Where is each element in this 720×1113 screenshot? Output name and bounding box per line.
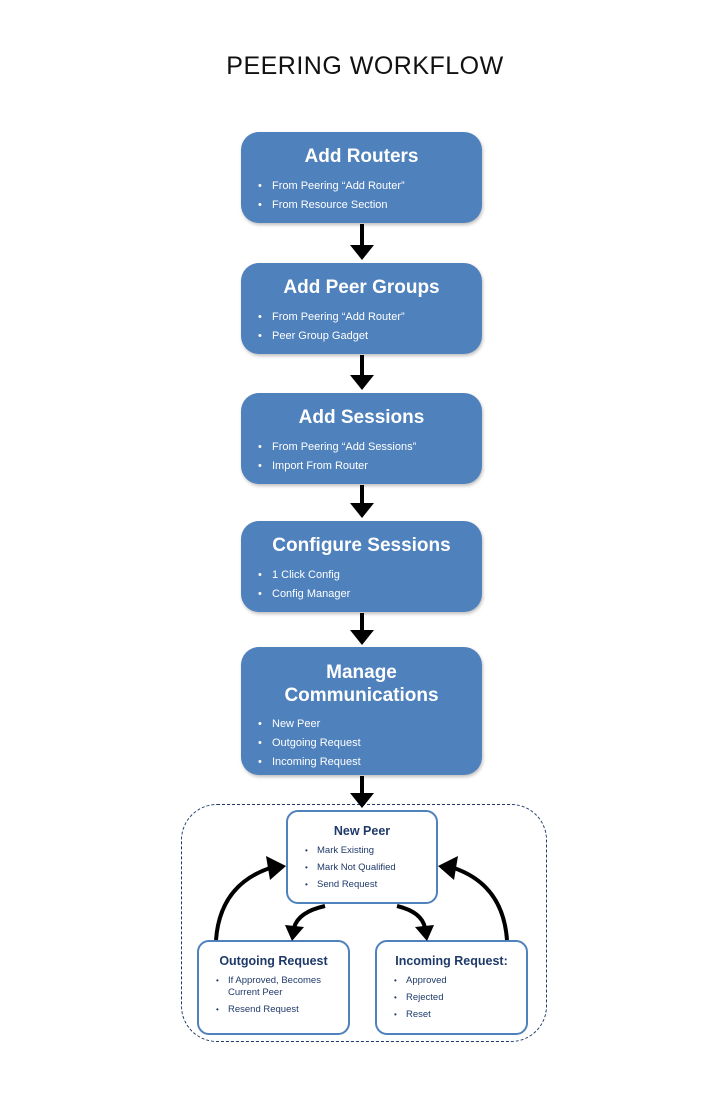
- down-arrow-icon: [350, 355, 374, 390]
- down-arrow-icon: [350, 485, 374, 518]
- curved-arrow-icon: [214, 856, 286, 941]
- down-arrow-icon: [350, 224, 374, 260]
- step-item: Config Manager: [258, 585, 482, 604]
- state-item: Rejected: [394, 992, 520, 1004]
- state-incoming-request: Incoming Request: Approved Rejected Rese…: [375, 940, 528, 1035]
- state-item: Resend Request: [216, 1004, 342, 1016]
- step-add-sessions: Add Sessions From Peering “Add Sessions”…: [241, 393, 482, 484]
- step-item: From Peering “Add Router”: [258, 308, 482, 327]
- step-title: Add Routers: [304, 146, 419, 167]
- step-item: From Peering “Add Router”: [258, 177, 482, 196]
- curved-arrow-icon: [285, 904, 326, 941]
- state-new-peer: New Peer Mark Existing Mark Not Qualifie…: [286, 810, 438, 904]
- state-item: Send Request: [305, 879, 430, 891]
- step-item: From Peering “Add Sessions”: [258, 438, 482, 457]
- step-title: Add Peer Groups: [283, 277, 440, 298]
- step-item: 1 Click Config: [258, 566, 482, 585]
- state-outgoing-request: Outgoing Request If Approved, Becomes Cu…: [197, 940, 350, 1035]
- step-manage-communications: Manage Communications New Peer Outgoing …: [241, 647, 482, 775]
- step-item: Peer Group Gadget: [258, 327, 482, 346]
- state-item: Mark Existing: [305, 845, 430, 857]
- step-item: Import From Router: [258, 457, 482, 476]
- step-title-line: Manage: [326, 662, 397, 683]
- down-arrow-icon: [350, 776, 374, 808]
- state-title: New Peer: [333, 824, 391, 838]
- step-add-routers: Add Routers From Peering “Add Router” Fr…: [241, 132, 482, 223]
- step-item: From Resource Section: [258, 196, 482, 215]
- step-title: Manage Communications: [241, 647, 482, 707]
- state-item: Mark Not Qualified: [305, 862, 430, 874]
- state-item: Approved: [394, 975, 520, 987]
- step-item: New Peer: [258, 715, 482, 734]
- step-title: Add Sessions: [298, 407, 425, 428]
- step-add-peer-groups: Add Peer Groups From Peering “Add Router…: [241, 263, 482, 354]
- curved-arrow-icon: [438, 856, 509, 941]
- step-item: Incoming Request: [258, 753, 482, 772]
- curved-arrow-icon: [396, 904, 434, 941]
- step-title-line: Communications: [284, 685, 439, 706]
- step-configure-sessions: Configure Sessions 1 Click Config Config…: [241, 521, 482, 612]
- state-item: If Approved, Becomes Current Peer: [216, 975, 342, 999]
- down-arrow-icon: [350, 613, 374, 645]
- step-title: Configure Sessions: [272, 535, 451, 556]
- diagram-title: PEERING WORKFLOW: [226, 52, 504, 80]
- step-item: Outgoing Request: [258, 734, 482, 753]
- state-item: Reset: [394, 1009, 520, 1021]
- state-title: Incoming Request:: [395, 954, 508, 968]
- state-title: Outgoing Request: [219, 954, 328, 968]
